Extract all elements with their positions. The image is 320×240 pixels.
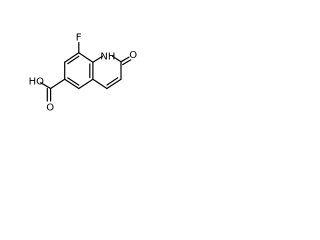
chemical-structure-diagram: F NH O HO O xyxy=(29,32,138,113)
double-bond-c3-c4-inner xyxy=(106,77,119,86)
structure-canvas: F NH O HO O xyxy=(0,0,152,152)
bond-c8a-n1 xyxy=(92,55,104,63)
double-bond-c8-c7-inner xyxy=(67,55,80,65)
bond-c8-c7 xyxy=(64,52,80,63)
bond-n1-c2 xyxy=(111,55,122,63)
acid-hydroxyl-label: HO xyxy=(29,77,45,88)
bond-cooh-carbon-oh xyxy=(40,82,52,90)
double-bond-c2-o-second xyxy=(122,59,132,66)
double-bond-c6-c5-inner xyxy=(67,77,80,86)
carbonyl-oxygen-label: O xyxy=(129,50,137,61)
bond-c4-c4a xyxy=(92,78,108,90)
acid-carbonyl-oxygen-label: O xyxy=(46,102,54,113)
bond-c3-c4 xyxy=(106,78,122,90)
bond-lines xyxy=(40,41,132,102)
atom-labels: F NH O HO O xyxy=(29,32,138,113)
bond-c2-o xyxy=(120,56,130,63)
fluorine-label: F xyxy=(76,32,82,43)
bond-c6-cooh-carbon xyxy=(49,78,66,90)
bond-c6-c5 xyxy=(64,78,80,90)
bond-c8-c8a xyxy=(78,52,94,63)
nh-label: NH xyxy=(100,52,115,63)
bond-c5-c4a xyxy=(78,78,94,90)
